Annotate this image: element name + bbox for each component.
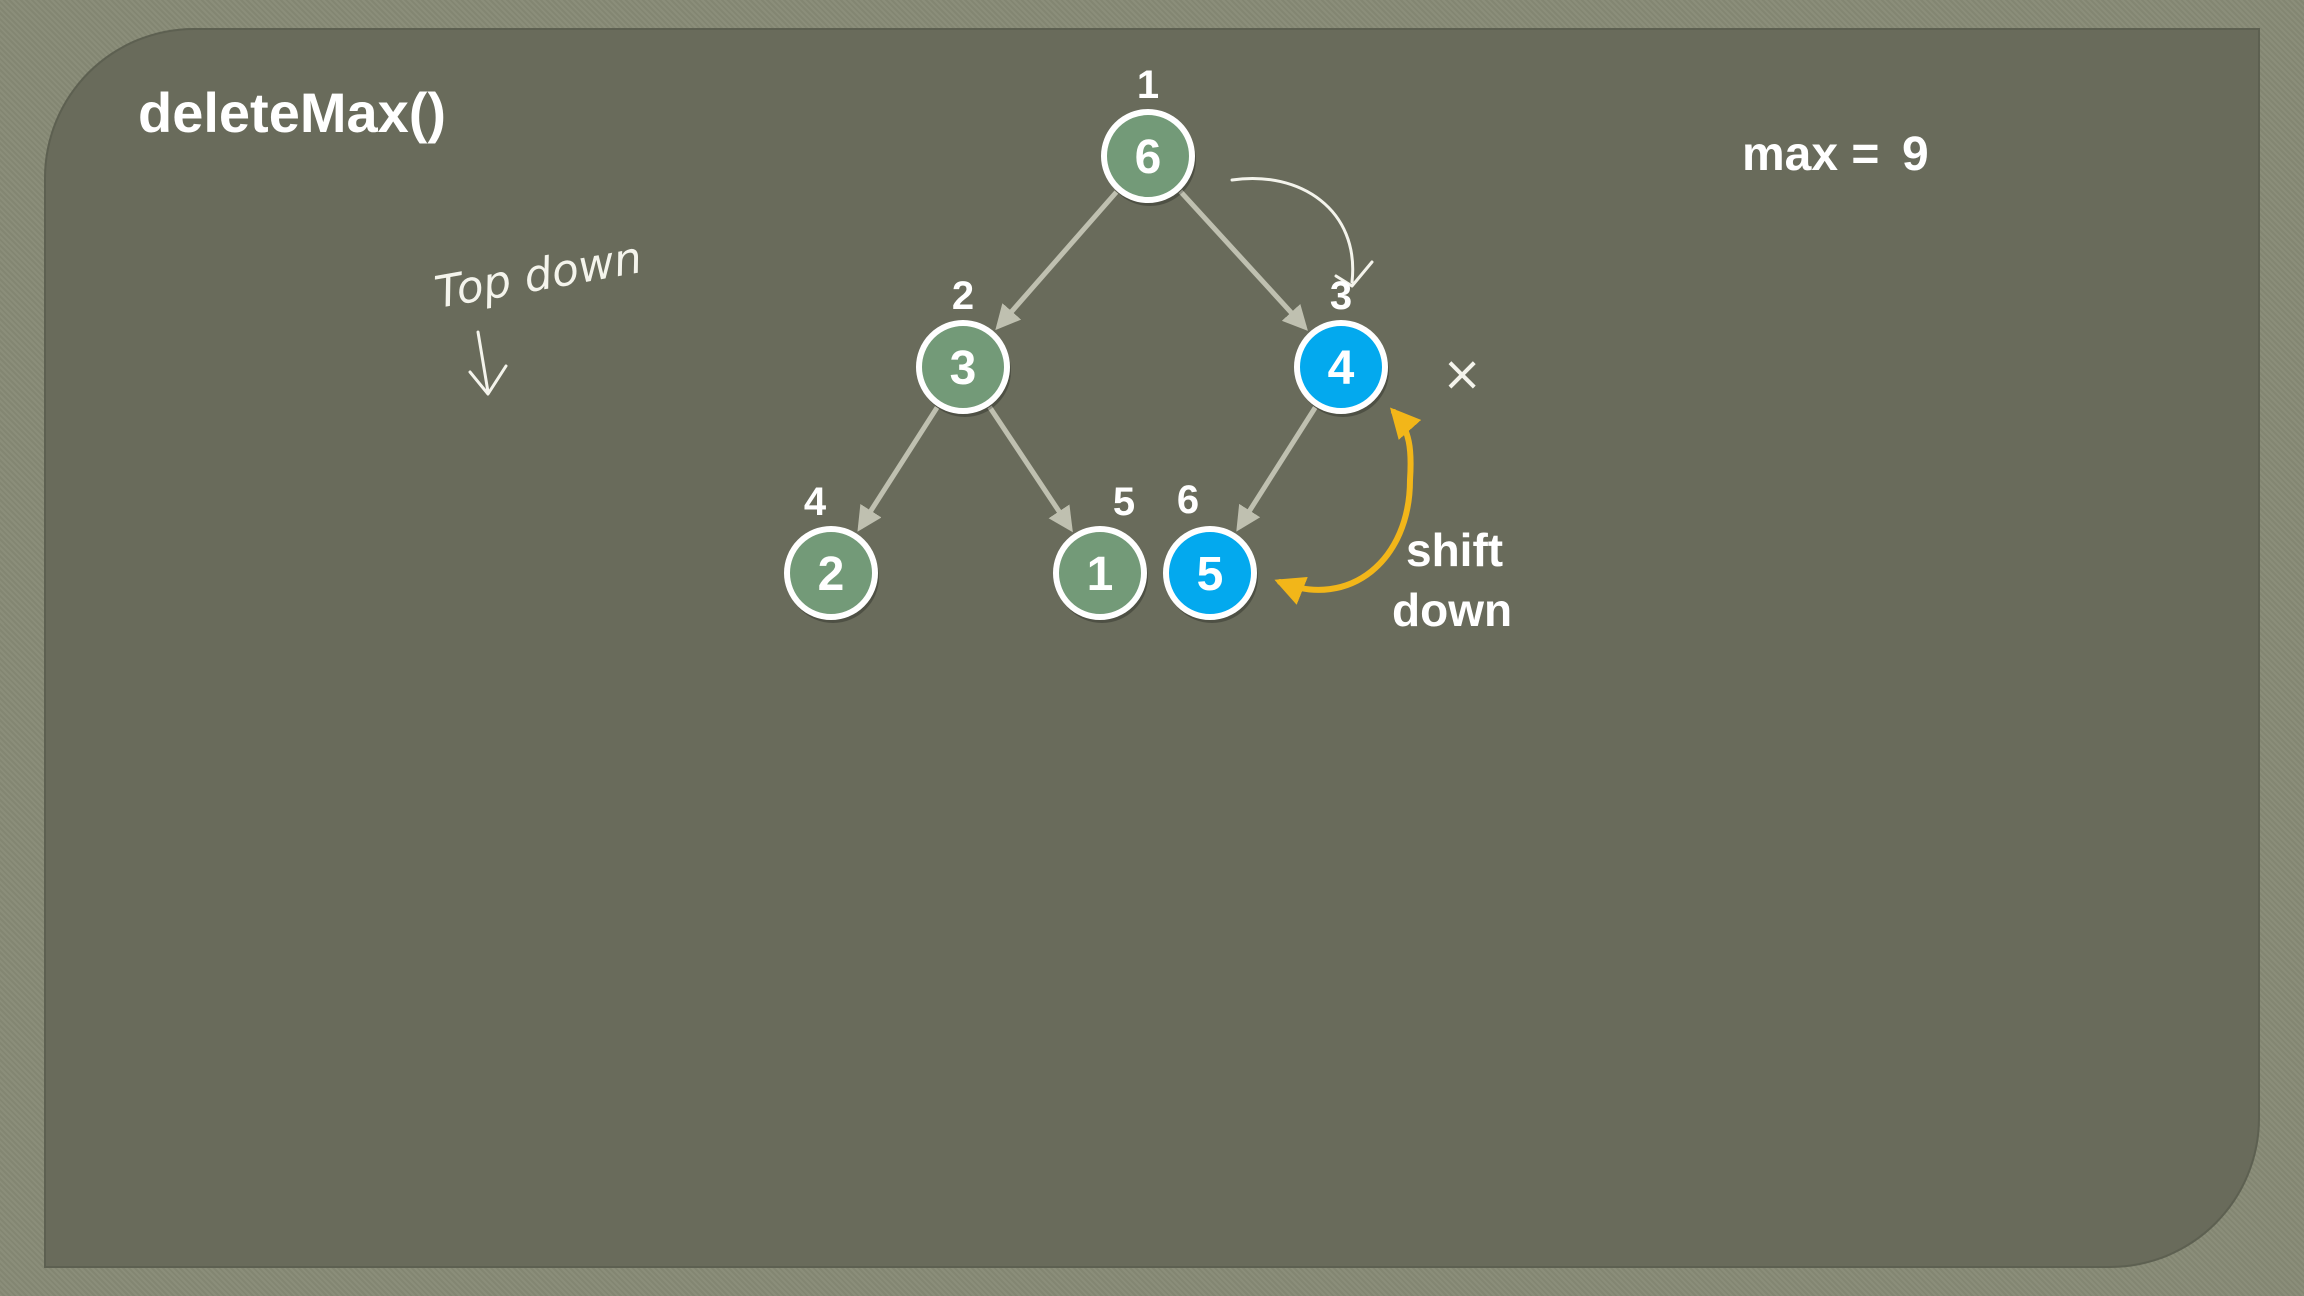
max-value: 9: [1902, 128, 1929, 181]
shift-label-line2: down: [1392, 584, 1512, 636]
edge-2-4: [857, 406, 940, 532]
edge-1-3: [1178, 189, 1308, 331]
handwritten-down-arrow-icon: [468, 330, 508, 396]
node-index: 1: [1137, 63, 1159, 107]
node-index: 2: [952, 274, 974, 318]
heap-node-6: 56: [1163, 478, 1258, 623]
node-index: 5: [1113, 480, 1135, 524]
handwritten-curved-arrow-icon: [1230, 177, 1374, 288]
node-circle: [1101, 109, 1195, 203]
node-index: 4: [804, 480, 827, 524]
node-circle: [1163, 526, 1257, 620]
slide-background: [44, 28, 2260, 1268]
node-index: 3: [1330, 274, 1352, 318]
edge-3-6: [1236, 406, 1318, 532]
node-circle: [916, 320, 1010, 414]
edge-2-5: [987, 405, 1073, 533]
node-value: 5: [1197, 548, 1224, 601]
heap-node-4: 24: [784, 480, 879, 623]
node-value: 3: [950, 342, 977, 395]
node-value: 4: [1328, 342, 1355, 395]
shift-label-line1: shift: [1406, 524, 1503, 576]
node-value: 2: [818, 548, 845, 601]
heap-node-3: 43: [1294, 274, 1389, 417]
edge-1-2: [995, 190, 1119, 331]
cross-mark-icon: ×: [1442, 346, 1482, 402]
max-label: max =: [1742, 128, 1879, 181]
handwritten-top-down-note: Top down: [431, 232, 646, 319]
node-index: 6: [1177, 478, 1199, 522]
node-circle: [784, 526, 878, 620]
heap-node-2: 32: [916, 274, 1011, 417]
page-title: deleteMax(): [138, 81, 446, 144]
shift-down-arrow-icon: [1274, 407, 1422, 605]
node-value: 6: [1135, 131, 1162, 184]
node-circle: [1053, 526, 1147, 620]
heap-node-5: 15: [1053, 480, 1148, 623]
node-value: 1: [1087, 548, 1114, 601]
heap-node-1: 61: [1101, 63, 1196, 206]
